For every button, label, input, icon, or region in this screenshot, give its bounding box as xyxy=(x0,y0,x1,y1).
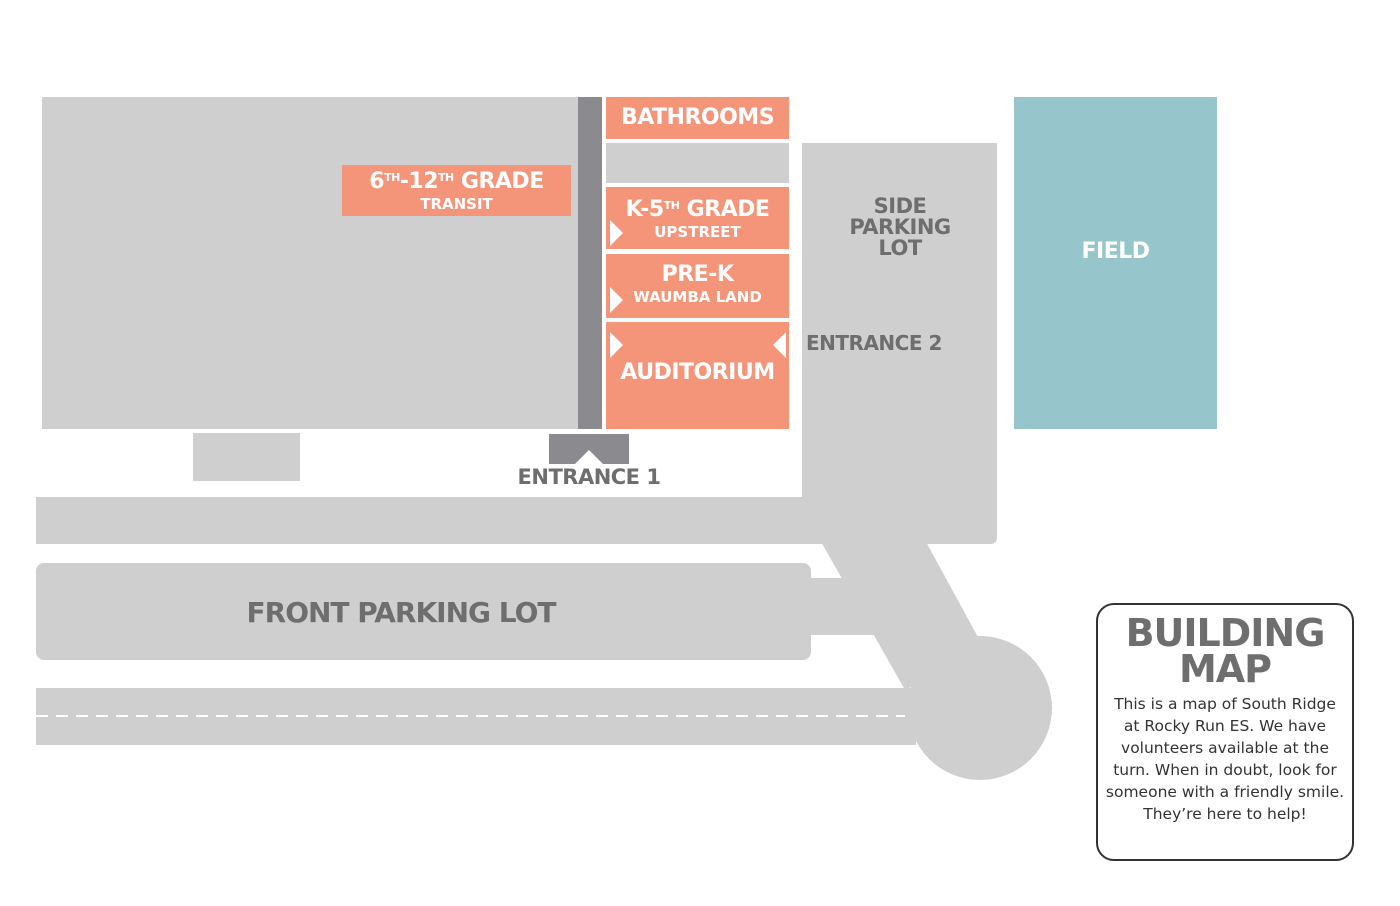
auditorium-label: AUDITORIUM xyxy=(620,360,775,385)
entrance-1-door[interactable] xyxy=(549,434,629,464)
room-pre-k[interactable]: PRE-K WAUMBA LAND xyxy=(606,254,789,318)
auditorium-left-arrow-icon xyxy=(610,332,623,358)
front-driveway xyxy=(36,497,826,544)
k5-subtitle: UPSTREET xyxy=(654,223,741,241)
field-label: FIELD xyxy=(1081,239,1150,264)
front-parking-lot[interactable] xyxy=(36,563,811,660)
entrance-1-label: ENTRANCE 1 xyxy=(517,465,661,489)
side-parking-label: SIDE PARKING LOT xyxy=(849,194,951,260)
storage-room xyxy=(606,143,789,183)
auditorium-right-arrow-icon xyxy=(773,332,786,358)
annex-block xyxy=(193,433,300,481)
room-auditorium[interactable]: AUDITORIUM xyxy=(606,322,789,429)
entrance-1-arrow-icon xyxy=(575,450,603,464)
legend-box: BUILDING MAP This is a map of South Ridg… xyxy=(1096,603,1354,861)
prek-door-arrow-icon xyxy=(610,287,623,313)
main-building xyxy=(42,97,580,429)
k5-title: K-5TH GRADE xyxy=(625,197,770,222)
k5-door-arrow-icon xyxy=(610,220,623,246)
grade-6-12-title: 6TH-12TH GRADE xyxy=(369,169,544,194)
room-bathrooms[interactable]: BATHROOMS xyxy=(606,97,789,139)
hallway xyxy=(578,97,602,429)
legend-title: BUILDING MAP xyxy=(1125,611,1326,691)
front-parking-label: FRONT PARKING LOT xyxy=(246,596,557,629)
room-6-12-grade[interactable]: 6TH-12TH GRADE TRANSIT xyxy=(342,165,571,216)
field[interactable]: FIELD xyxy=(1014,97,1217,429)
entrance-2-label: ENTRANCE 2 xyxy=(806,331,942,355)
prek-subtitle: WAUMBA LAND xyxy=(633,288,762,306)
cul-de-sac xyxy=(908,636,1052,780)
legend-description: This is a map of South Ridge at Rocky Ru… xyxy=(1105,695,1345,823)
side-parking-lot[interactable] xyxy=(802,143,997,544)
bathrooms-label: BATHROOMS xyxy=(620,105,775,130)
prek-title: PRE-K xyxy=(661,262,734,287)
parking-connector xyxy=(800,578,895,635)
room-k5-grade[interactable]: K-5TH GRADE UPSTREET xyxy=(606,187,789,249)
grade-6-12-subtitle: TRANSIT xyxy=(420,195,493,213)
